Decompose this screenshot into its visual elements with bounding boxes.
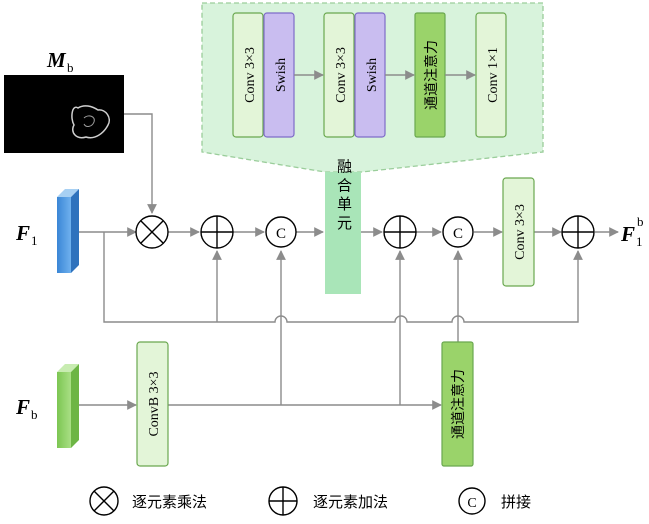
wire-mask-to-mul bbox=[124, 113, 157, 214]
concat-operator-1-label: C bbox=[276, 226, 286, 242]
f1-label: F bbox=[15, 221, 30, 245]
add-operator-1 bbox=[200, 215, 234, 249]
panel-attention-box: 通道注意力 bbox=[414, 12, 446, 138]
legend-mul-icon bbox=[89, 486, 119, 516]
convb-label: ConvB 3×3 bbox=[147, 371, 162, 436]
panel-swish2-label: Swish bbox=[365, 58, 380, 92]
panel-swish1-label: Swish bbox=[274, 58, 289, 92]
wire-f1-skip-loop bbox=[103, 232, 583, 323]
legend-concat-symbol: C bbox=[467, 496, 476, 511]
mask-label-sub: b bbox=[67, 60, 74, 75]
concat-operator-2: C bbox=[442, 216, 474, 248]
legend-add-icon bbox=[268, 486, 298, 516]
legend-concat-icon: C bbox=[458, 487, 486, 515]
fb-label: F bbox=[15, 395, 30, 419]
panel-conv1-box: Conv 3×3 bbox=[232, 12, 264, 138]
add-operator-3 bbox=[561, 215, 595, 249]
panel-conv3-box: Conv 1×1 bbox=[475, 12, 507, 138]
panel-conv2-label: Conv 3×3 bbox=[334, 47, 349, 103]
conv-main-block: Conv 3×3 bbox=[502, 177, 535, 287]
legend-add-label: 逐元素加法 bbox=[313, 493, 388, 511]
panel-attention-label: 通道注意力 bbox=[423, 40, 440, 110]
panel-conv3-label: Conv 1×1 bbox=[486, 47, 501, 103]
output-label-sub: 1 bbox=[636, 234, 643, 249]
legend-mul-label: 逐元素乘法 bbox=[132, 493, 207, 511]
conv-main-label: Conv 3×3 bbox=[513, 204, 528, 260]
fb-feature-cube bbox=[57, 364, 79, 448]
f1-label-sub: 1 bbox=[31, 233, 38, 248]
concat-operator-2-label: C bbox=[453, 226, 463, 242]
panel-swish1-box: Swish bbox=[263, 12, 295, 138]
convb-block: ConvB 3×3 bbox=[136, 341, 169, 467]
fusion-unit-label: 融 合 单 元 bbox=[335, 158, 352, 230]
mask-label: M bbox=[46, 48, 67, 72]
legend: 逐元素乘法 逐元素加法 C 拼接 bbox=[89, 486, 531, 516]
output-label-sup: b bbox=[637, 214, 644, 229]
mask-image bbox=[4, 75, 124, 153]
attention-b-block: 通道注意力 bbox=[441, 341, 474, 467]
panel-conv1-label: Conv 3×3 bbox=[243, 47, 258, 103]
f1-feature-cube bbox=[57, 189, 79, 273]
panel-swish2-box: Swish bbox=[354, 12, 386, 138]
fb-label-sub: b bbox=[31, 407, 38, 422]
mul-operator bbox=[135, 215, 169, 249]
attention-b-label: 通道注意力 bbox=[450, 369, 467, 439]
add-operator-2 bbox=[383, 215, 417, 249]
panel-conv2-box: Conv 3×3 bbox=[323, 12, 355, 138]
output-label: F bbox=[620, 222, 635, 246]
fusion-unit-block: 融 合 单 元 bbox=[325, 158, 361, 294]
legend-concat-label: 拼接 bbox=[501, 493, 531, 511]
concat-operator-1: C bbox=[265, 216, 297, 248]
